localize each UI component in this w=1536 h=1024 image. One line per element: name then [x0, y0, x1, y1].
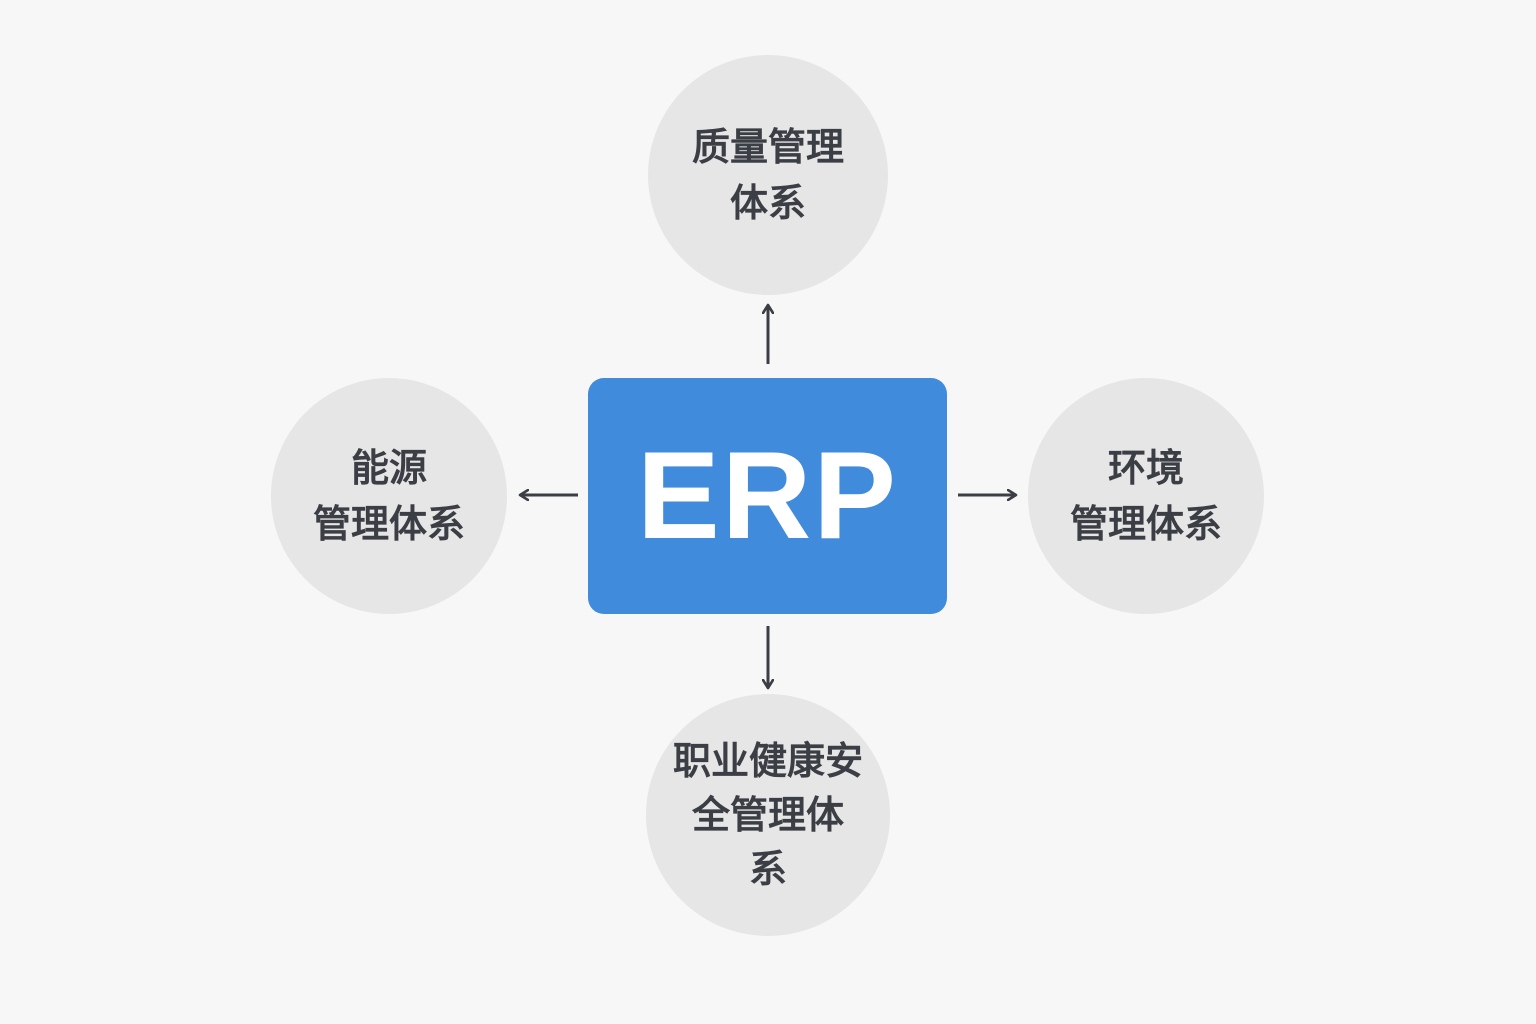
- node-ohs-management-label: 职业健康安 全管理体 系: [672, 739, 863, 891]
- node-ohs-management: 职业健康安 全管理体 系: [646, 694, 890, 936]
- node-quality-management: 质量管理 体系: [648, 55, 888, 295]
- node-environment-management-label: 环境 管理体系: [1069, 446, 1222, 546]
- node-energy-management: 能源 管理体系: [271, 378, 507, 614]
- erp-center-box: ERP: [588, 378, 947, 614]
- node-environment-management: 环境 管理体系: [1028, 378, 1264, 614]
- node-energy-management-label: 能源 管理体系: [312, 446, 465, 546]
- node-quality-management-label: 质量管理 体系: [691, 125, 844, 225]
- erp-label: ERP: [637, 427, 898, 565]
